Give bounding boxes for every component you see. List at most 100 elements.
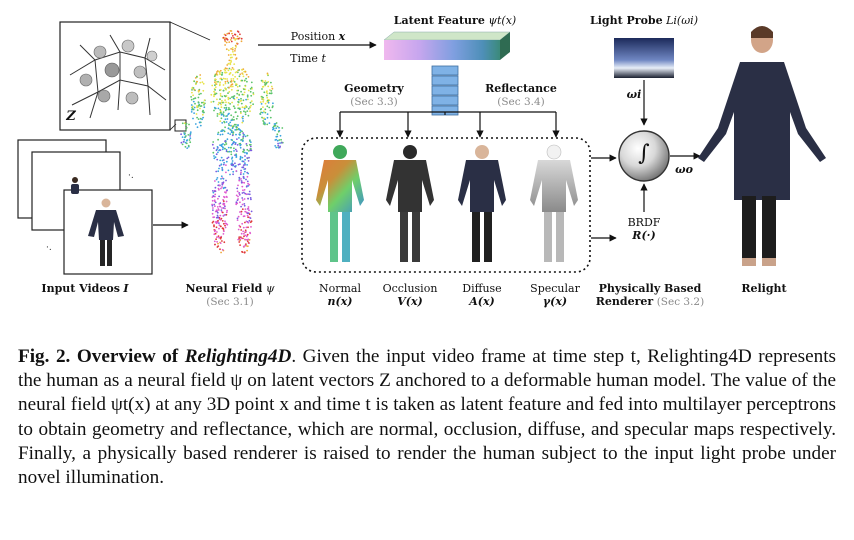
svg-text:·.: ·. — [46, 243, 52, 253]
point-cloud-dot — [198, 89, 201, 92]
point-cloud-dot — [223, 143, 226, 146]
point-cloud-dot — [215, 73, 218, 76]
point-cloud-dot — [228, 67, 231, 70]
integral-symbol: ∫ — [638, 141, 650, 166]
point-cloud-dot — [250, 148, 252, 150]
point-cloud-dot — [249, 106, 252, 109]
point-cloud-dot — [220, 103, 222, 106]
point-cloud-dot — [203, 104, 205, 106]
point-cloud-dot — [250, 210, 253, 213]
point-cloud-dot — [191, 89, 193, 91]
point-cloud-dot — [242, 160, 245, 163]
point-cloud-dot — [198, 103, 201, 106]
point-cloud-dot — [213, 200, 216, 203]
point-cloud-dot — [243, 149, 246, 152]
point-cloud-dot — [183, 138, 186, 141]
point-cloud-dot — [227, 150, 229, 153]
point-cloud-dot — [240, 178, 242, 180]
point-cloud-dot — [248, 183, 251, 186]
point-cloud-dot — [213, 147, 215, 150]
point-cloud-dot — [230, 138, 233, 141]
point-cloud-dot — [241, 93, 244, 96]
point-cloud-dot — [217, 107, 220, 110]
point-cloud-dot — [202, 89, 205, 92]
render-integral-sphere — [618, 130, 670, 182]
point-cloud-dot — [243, 91, 246, 94]
point-cloud-dot — [232, 35, 234, 37]
point-cloud-dot — [184, 145, 187, 148]
point-cloud-dot — [266, 81, 268, 84]
point-cloud-dot — [224, 224, 226, 227]
point-cloud-dot — [270, 81, 272, 84]
point-cloud-dot — [196, 116, 199, 119]
point-cloud-dot — [213, 203, 216, 206]
relight-text: Relight — [741, 282, 787, 295]
point-cloud-dot — [233, 107, 236, 110]
point-cloud-dot — [247, 226, 249, 229]
point-cloud-dot — [225, 143, 228, 145]
point-cloud-dot — [186, 147, 189, 150]
point-cloud-dot — [250, 198, 252, 201]
point-cloud-dot — [246, 144, 248, 147]
point-cloud-dot — [244, 151, 246, 154]
point-cloud-dot — [235, 46, 238, 48]
point-cloud-dot — [217, 209, 220, 211]
point-cloud-dot — [219, 94, 222, 97]
specular-name: Specular — [530, 282, 580, 295]
point-cloud-dot — [248, 150, 250, 152]
normal-map — [316, 145, 364, 262]
point-cloud-dot — [226, 64, 229, 66]
point-cloud-dot — [203, 111, 205, 114]
point-cloud-dot — [201, 113, 204, 116]
point-cloud-dot — [199, 117, 202, 120]
point-cloud-dot — [235, 170, 238, 172]
point-cloud-dot — [224, 191, 226, 194]
point-cloud-dot — [196, 109, 199, 112]
point-cloud-dot — [224, 140, 227, 143]
point-cloud-dot — [197, 101, 200, 103]
point-cloud-dot — [227, 54, 230, 56]
point-cloud-dot — [242, 75, 245, 78]
point-cloud-dot — [244, 221, 246, 224]
point-cloud-dot — [244, 71, 247, 73]
point-cloud-dot — [214, 93, 217, 96]
point-cloud-dot — [247, 238, 250, 241]
point-cloud-dot — [245, 226, 248, 229]
point-cloud-dot — [202, 82, 205, 85]
point-cloud-dot — [243, 215, 246, 218]
point-cloud-dot — [249, 90, 252, 93]
point-cloud-dot — [267, 81, 270, 83]
point-cloud-dot — [225, 88, 228, 91]
point-cloud-dot — [190, 111, 193, 113]
point-cloud-dot — [239, 131, 242, 134]
point-cloud-dot — [235, 150, 238, 153]
point-cloud-dot — [230, 59, 232, 62]
point-cloud-dot — [213, 106, 216, 109]
point-cloud-dot — [261, 98, 263, 100]
point-cloud-dot — [228, 112, 230, 115]
point-cloud-dot — [233, 97, 235, 100]
point-cloud-dot — [249, 221, 252, 224]
point-cloud-dot — [262, 96, 264, 99]
point-cloud-dot — [244, 170, 246, 173]
point-cloud-dot — [234, 38, 237, 40]
point-cloud-dot — [242, 166, 244, 169]
point-cloud-dot — [274, 145, 277, 147]
point-cloud-dot — [240, 40, 243, 43]
point-cloud-dot — [247, 197, 250, 200]
point-cloud-dot — [250, 81, 253, 84]
point-cloud-dot — [250, 94, 253, 97]
point-cloud-dot — [222, 200, 225, 203]
point-cloud-dot — [237, 195, 239, 198]
point-cloud-dot — [260, 103, 263, 105]
diffuse-map — [458, 145, 506, 262]
point-cloud-dot — [222, 77, 225, 80]
point-cloud-dot — [218, 167, 220, 170]
point-cloud-dot — [232, 50, 234, 53]
point-cloud-dot — [218, 218, 221, 221]
point-cloud-dot — [240, 205, 243, 208]
point-cloud-dot — [224, 207, 226, 210]
point-cloud-dot — [267, 101, 270, 104]
point-cloud-dot — [244, 158, 247, 161]
point-cloud-dot — [237, 37, 240, 40]
